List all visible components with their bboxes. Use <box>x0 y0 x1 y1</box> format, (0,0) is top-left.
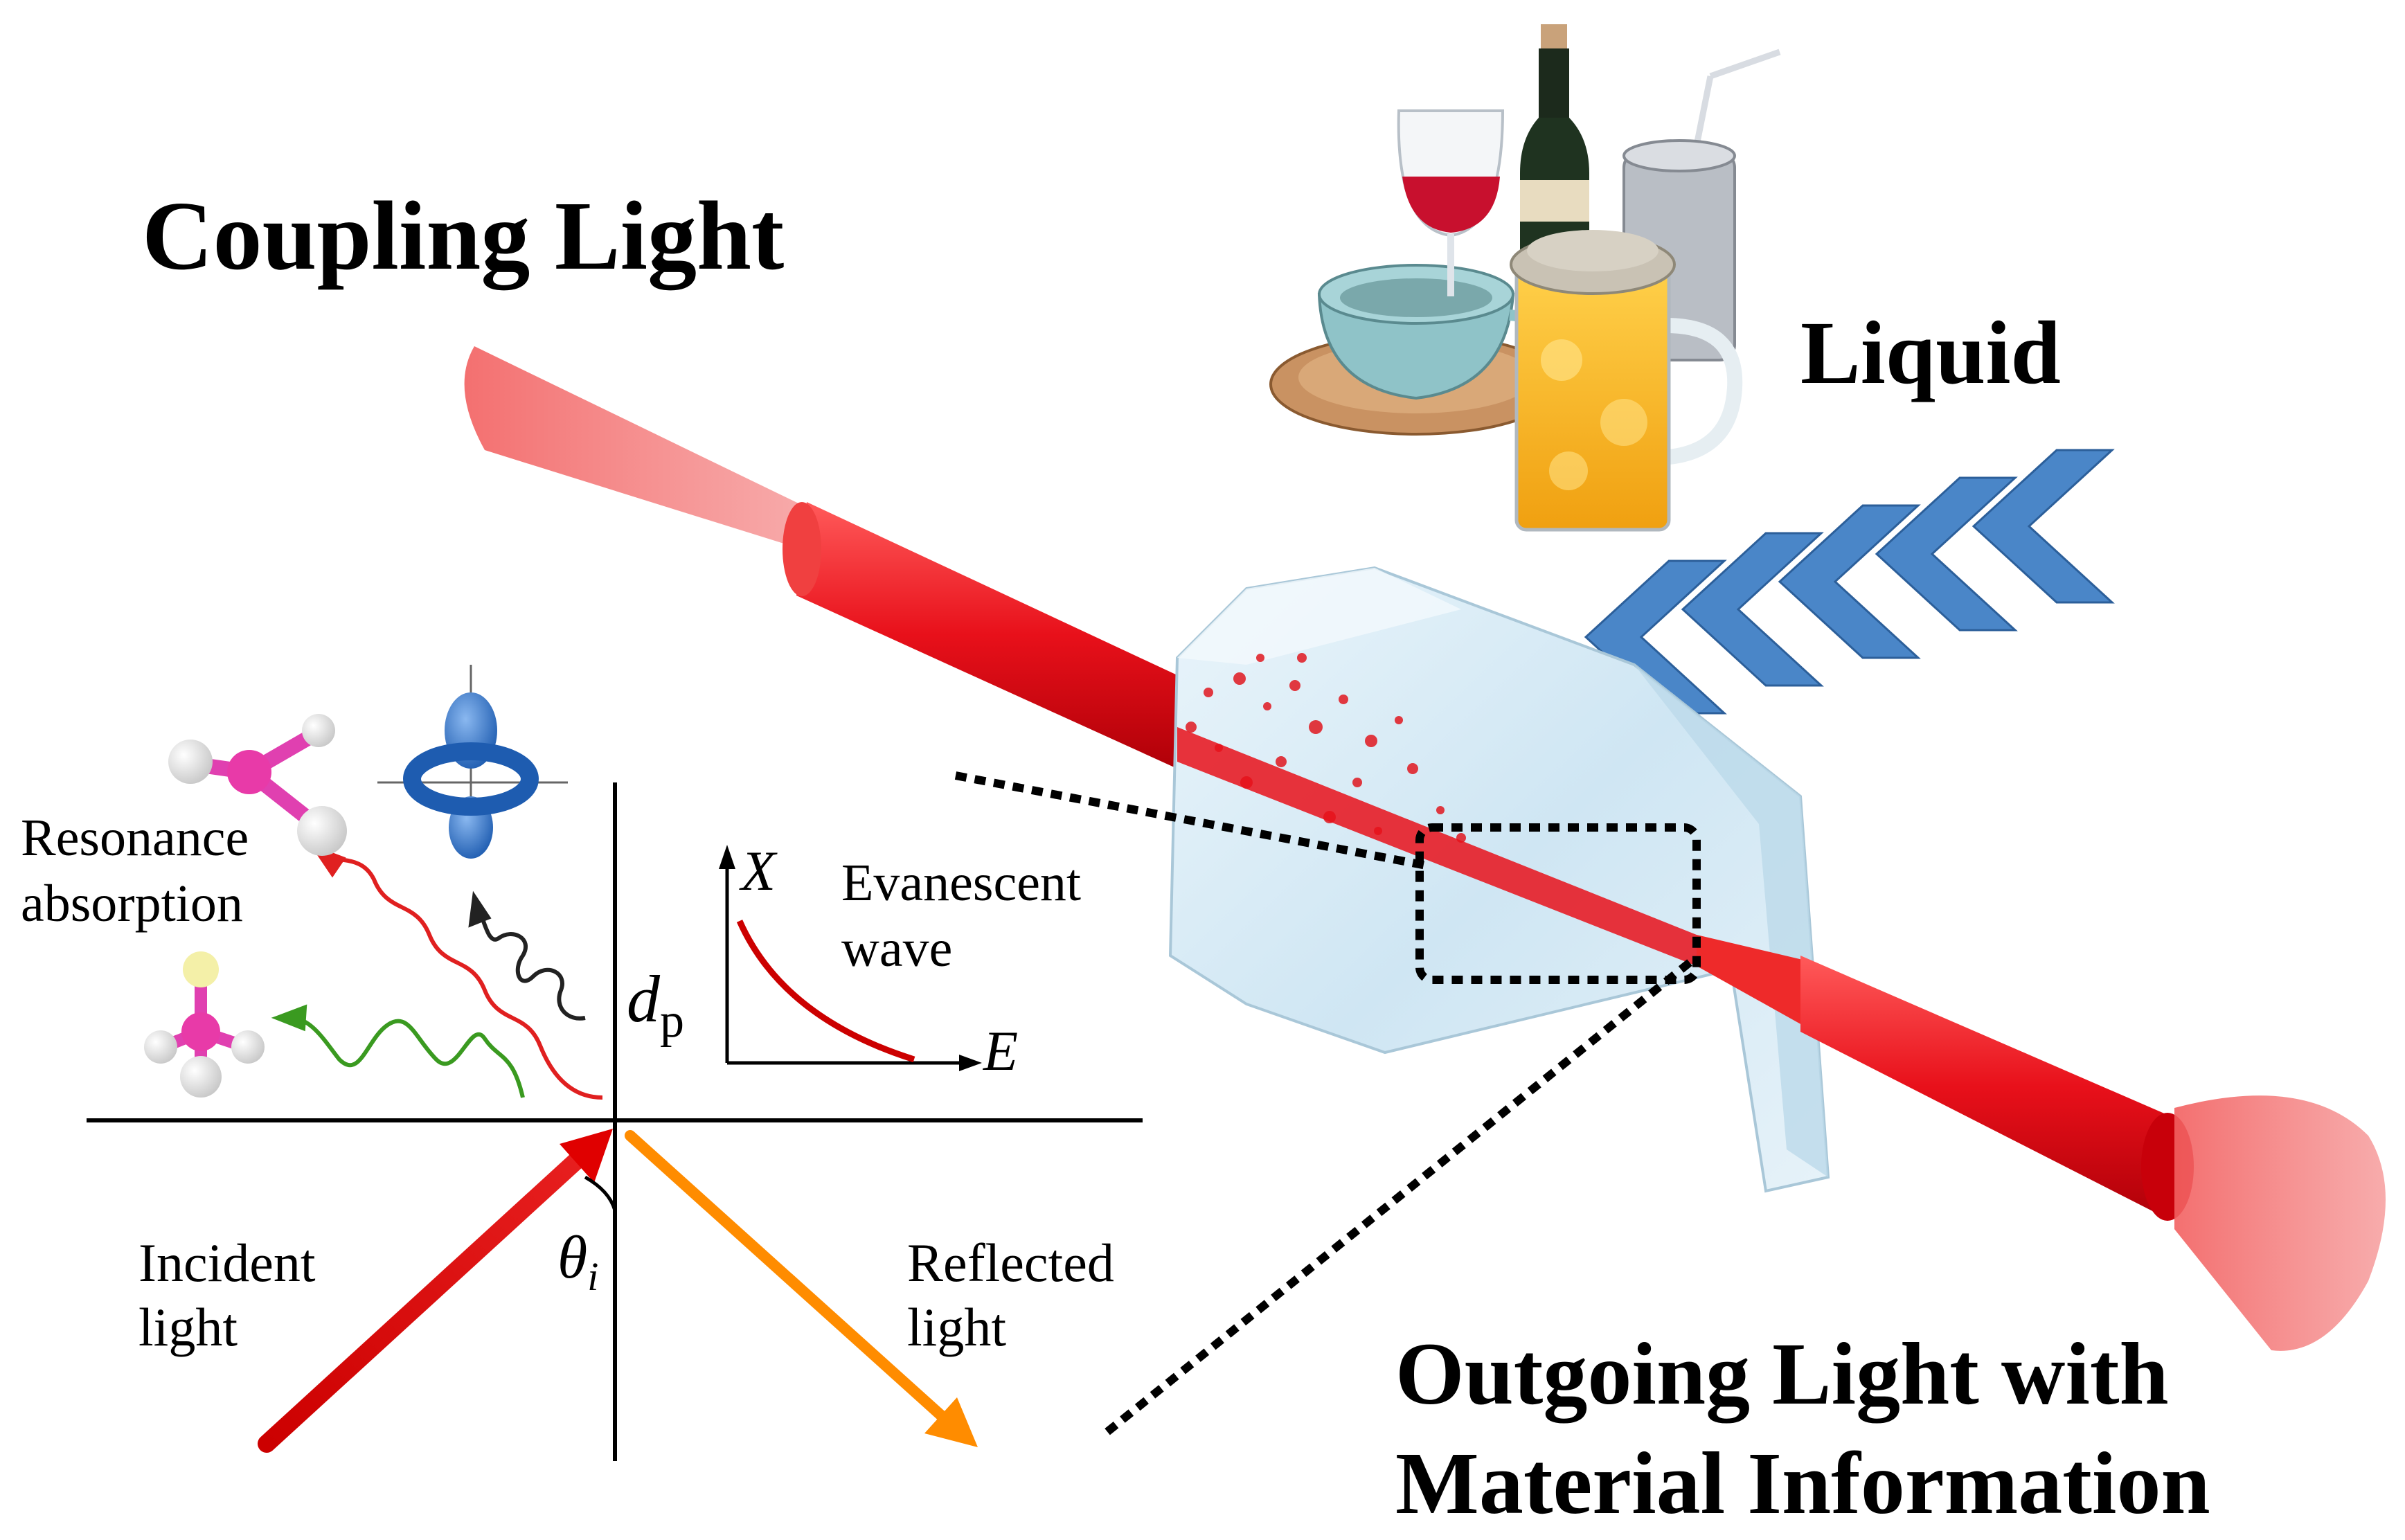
red-wave <box>316 850 603 1100</box>
beer-mug-icon <box>1510 230 1743 532</box>
atr-principle-inset: θi dp Incident light Reflected light Res… <box>21 665 1143 1461</box>
reflected-label-2: light <box>907 1297 1006 1357</box>
optical-fiber-beam <box>464 346 1177 769</box>
penetration-depth-label: dp <box>627 962 684 1048</box>
incident-label-1: Incident <box>138 1233 316 1293</box>
green-wave <box>290 1016 525 1098</box>
resonance-label-1: Resonance <box>21 809 249 867</box>
liquid-title: Liquid <box>1800 303 2061 403</box>
output-beam <box>1177 727 2386 1351</box>
outgoing-title-line2: Material Information <box>1395 1434 2210 1532</box>
graph-x-label: E <box>983 1019 1018 1082</box>
black-wave <box>476 906 586 1021</box>
orbital-icon <box>377 665 568 859</box>
reflected-arrow <box>625 1130 978 1447</box>
wine-glass-icon <box>1397 109 1505 296</box>
evanescent-graph: X E <box>719 839 1018 1082</box>
molecule-icon <box>168 714 347 856</box>
decay-curve <box>736 920 915 1063</box>
evanescent-label-2: wave <box>841 920 952 978</box>
flow-chevrons <box>1584 449 2115 715</box>
incident-label-2: light <box>138 1297 238 1357</box>
outgoing-title-line1: Outgoing Light with <box>1395 1325 2169 1423</box>
graph-y-label: X <box>739 839 778 902</box>
resonance-label-2: absorption <box>21 875 243 933</box>
angle-label: θi <box>557 1224 598 1299</box>
incidence-angle-arc <box>584 1175 617 1211</box>
evanescent-label-1: Evanescent <box>841 854 1081 912</box>
absorption-waves <box>271 843 603 1100</box>
reflected-label-1: Reflected <box>907 1233 1114 1293</box>
molecule-icon-2 <box>144 951 265 1098</box>
incident-arrow <box>258 1129 613 1453</box>
liquid-samples <box>1269 24 1781 532</box>
coupling-light-title: Coupling Light <box>142 181 784 290</box>
zoom-indicator <box>954 771 1701 1440</box>
